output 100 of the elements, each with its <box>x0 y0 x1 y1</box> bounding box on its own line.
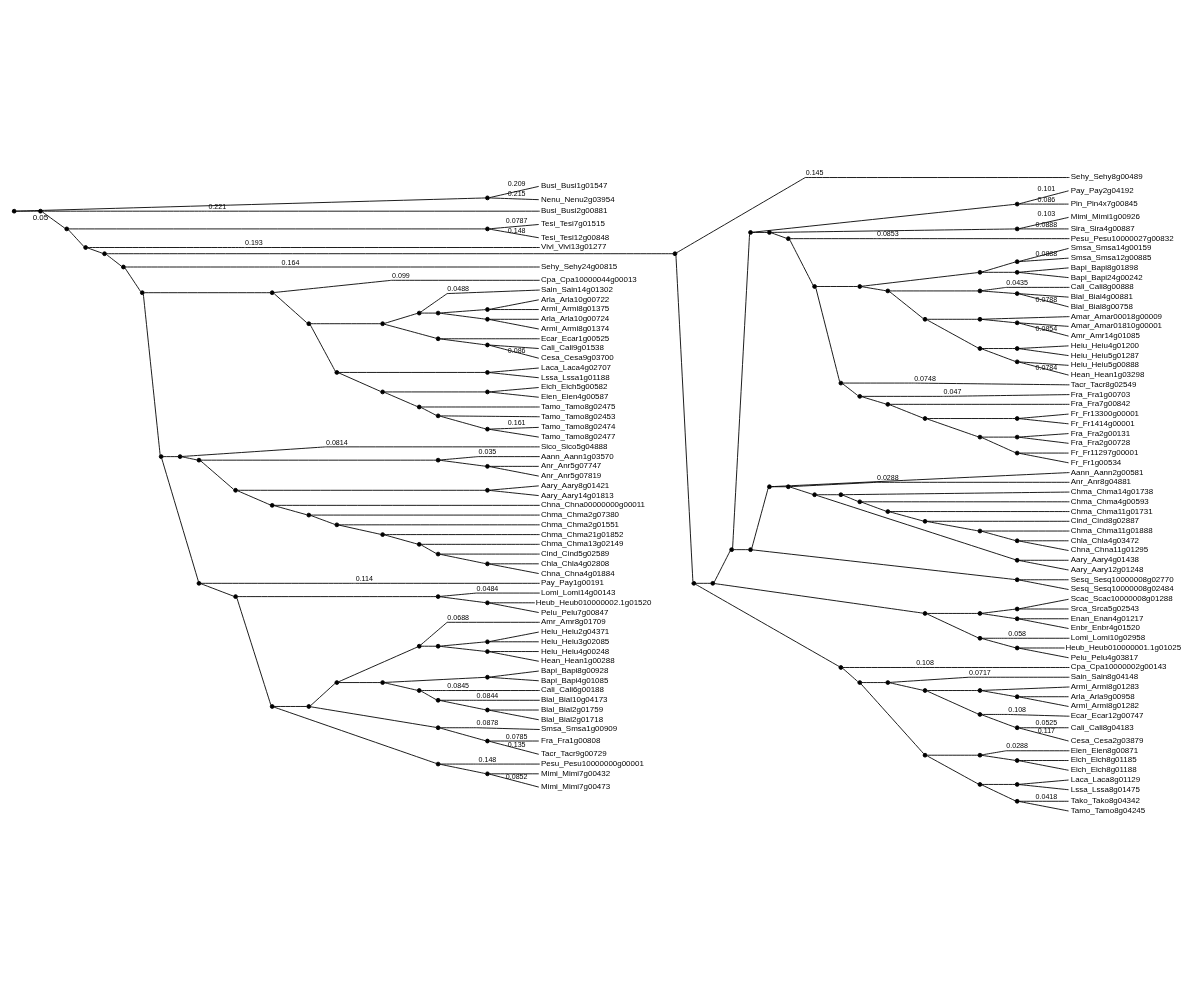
node-point <box>1014 606 1020 611</box>
connector <box>1018 579 1069 590</box>
node-point <box>1014 258 1020 264</box>
connector <box>142 293 161 455</box>
connector <box>981 290 1016 294</box>
connector <box>732 233 750 548</box>
node-text: Aary_Aary14g01813 <box>541 490 614 500</box>
node-text: Anr_Anr8g04881 <box>1070 476 1132 486</box>
node-text: Aary_Aary8g01421 <box>541 480 610 490</box>
connector <box>926 613 979 638</box>
node-text: Cind_Cind8g02887 <box>1070 515 1140 525</box>
node-point <box>922 687 928 693</box>
node-text: Fra_Fra1g00703 <box>1070 389 1131 399</box>
node-text: Pay_Pay1g00191 <box>541 577 604 587</box>
node-point <box>1014 781 1020 787</box>
node-point <box>767 229 772 235</box>
connector <box>41 211 66 229</box>
node-point <box>1014 724 1020 730</box>
connector <box>926 417 1016 419</box>
connector <box>981 612 1016 619</box>
node-point <box>1014 645 1020 650</box>
node-text: Tamo_Tamo8g02453 <box>541 411 616 421</box>
node-text: Tesi_Tesi7g01515 <box>541 218 605 228</box>
connector <box>489 344 540 349</box>
node-point <box>485 738 490 743</box>
node-text: Mimi_Mimi7g00432 <box>541 768 611 778</box>
node-point <box>767 483 772 489</box>
node-text: Bapi_Bapi24g00242 <box>1070 272 1143 282</box>
node-text: Fra_Fra7g00842 <box>1070 398 1131 408</box>
connector <box>489 640 540 642</box>
node-point <box>748 229 753 235</box>
node-point <box>233 593 238 599</box>
node-text: Srca_Srca5g02543 <box>1070 603 1140 613</box>
connector <box>789 486 814 495</box>
node-text: Tamo_Tamo8g02475 <box>541 401 616 411</box>
connector <box>926 689 979 691</box>
connector <box>981 713 1070 717</box>
connector <box>439 699 486 710</box>
node-point <box>922 610 928 616</box>
connector <box>439 459 486 467</box>
node-point <box>857 498 863 504</box>
connector <box>489 562 540 564</box>
connector <box>489 465 540 477</box>
node-text: Chma_Chma11g01888 <box>1070 525 1153 535</box>
connector <box>489 563 540 574</box>
connector <box>68 227 486 229</box>
connector <box>489 740 540 741</box>
node-text: Armi_Armi8g01374 <box>541 323 610 333</box>
node-text: Chna_Chna11g01295 <box>1070 544 1149 554</box>
node-text: Pesu_Pesu10000027g00832 <box>1070 233 1174 243</box>
connector <box>236 597 272 705</box>
node-text: Aann_Aann2g00581 <box>1070 467 1144 477</box>
node-text: Heiu_Heiu5g00888 <box>1070 359 1140 369</box>
connector <box>489 426 540 430</box>
connector <box>384 533 541 535</box>
connector <box>489 631 540 642</box>
node-point <box>785 235 791 241</box>
node-text: Amar_Amar00018g00009 <box>1070 311 1163 321</box>
node-text: Tamo_Tamo8g02477 <box>541 431 616 441</box>
node-point <box>416 643 422 649</box>
node-text: Pay_Pay2g04192 <box>1070 185 1134 195</box>
node-point <box>1014 358 1020 364</box>
node-text: Busi_Busi2g00881 <box>541 205 608 215</box>
connector <box>751 487 769 549</box>
node-text: Chna_Chna00000000g00011 <box>541 499 646 509</box>
connector <box>1018 695 1069 697</box>
node-text: Smsa_Smsa14g00159 <box>1070 242 1152 252</box>
node-point <box>139 289 145 295</box>
connector <box>489 391 540 398</box>
connector <box>981 347 1016 349</box>
connector <box>981 608 1016 614</box>
connector <box>861 393 1070 397</box>
connector <box>489 185 540 198</box>
node-text: Bial_Bial2g01718 <box>541 714 604 724</box>
node-point <box>485 342 490 347</box>
node-point <box>306 512 312 517</box>
connector <box>981 261 1016 272</box>
connector <box>420 406 437 416</box>
connector <box>713 550 731 582</box>
node-point <box>485 426 490 431</box>
node-text: Laca_Laca8g01129 <box>1070 774 1141 784</box>
connector <box>926 754 979 756</box>
node-text: Ecar_Ecar12g00747 <box>1070 710 1144 720</box>
connector <box>926 318 979 320</box>
node-text: Tako_Tako8g04342 <box>1070 795 1140 805</box>
connector <box>124 267 142 292</box>
node-point <box>416 310 422 315</box>
node-point <box>485 369 490 375</box>
connector <box>310 322 382 324</box>
connector <box>200 459 437 461</box>
node-point <box>334 679 340 685</box>
connector <box>981 318 1016 323</box>
node-point <box>977 635 983 641</box>
node-text: Sain_Sain14g01302 <box>541 284 613 294</box>
node-text: Bial_Bial2g01759 <box>541 704 604 714</box>
node-point <box>416 404 422 409</box>
node-point <box>380 679 385 685</box>
connector <box>815 287 840 382</box>
connector <box>144 291 271 293</box>
connector <box>420 543 541 545</box>
